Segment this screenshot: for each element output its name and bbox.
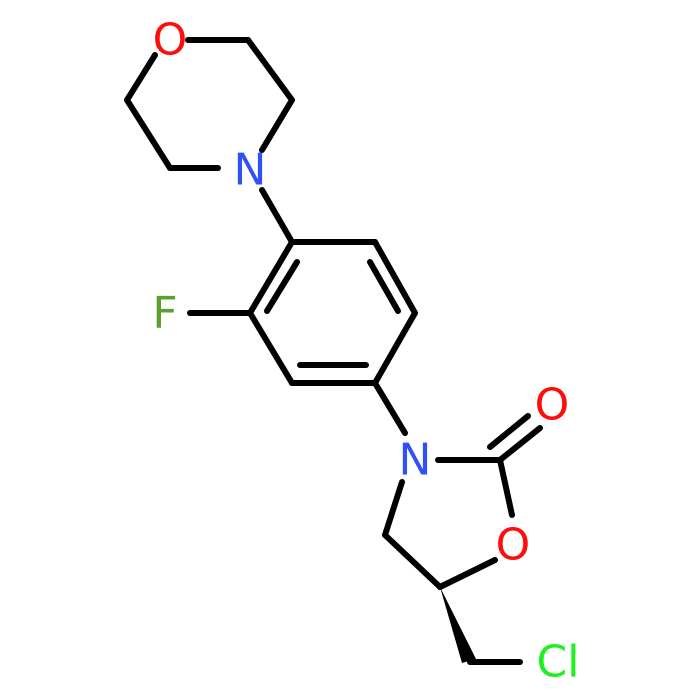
atom-label-nitrogen-oxazolidinone: N <box>399 435 432 486</box>
bond <box>437 557 498 590</box>
atom-label-oxygen-ring: O <box>496 520 531 571</box>
bond <box>487 413 531 450</box>
bond <box>367 259 401 314</box>
atom-label-oxygen-morpholine: O <box>153 15 188 66</box>
bond <box>382 532 443 590</box>
bond <box>259 187 295 245</box>
bond <box>247 310 295 386</box>
atom-label-oxygen-carbonyl: O <box>535 380 570 431</box>
oxazolidinone-ring <box>382 457 515 590</box>
bond <box>247 239 295 316</box>
bond <box>372 239 418 316</box>
benzene-ring <box>247 239 418 386</box>
bond <box>372 310 418 386</box>
bond <box>259 97 295 153</box>
bond <box>497 425 543 463</box>
carbonyl-double-bond <box>487 413 543 463</box>
atom-label-fluorine: F <box>152 288 177 339</box>
bond <box>497 457 515 518</box>
morpholine-ring <box>124 37 295 171</box>
bond <box>372 380 408 436</box>
atom-label-chlorine: Cl <box>537 637 580 688</box>
wedge-bond <box>440 587 476 663</box>
bond <box>245 37 295 103</box>
bond <box>382 479 405 538</box>
bond <box>124 52 158 103</box>
bond <box>264 259 300 314</box>
atom-label-nitrogen-morpholine: N <box>234 145 267 196</box>
bond <box>124 97 173 171</box>
